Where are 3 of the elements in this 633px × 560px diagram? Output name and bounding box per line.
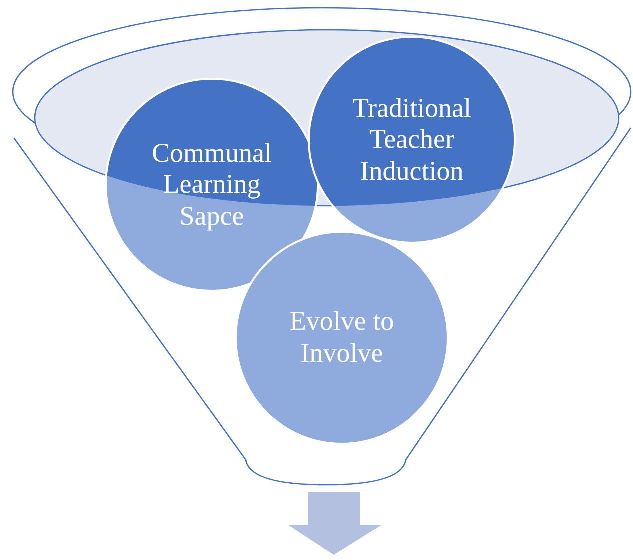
- node-label: Traditional Teacher Induction: [351, 92, 472, 188]
- node-label: Communal Learning Sapce: [150, 138, 273, 232]
- node-label: Evolve to Involve: [288, 306, 396, 370]
